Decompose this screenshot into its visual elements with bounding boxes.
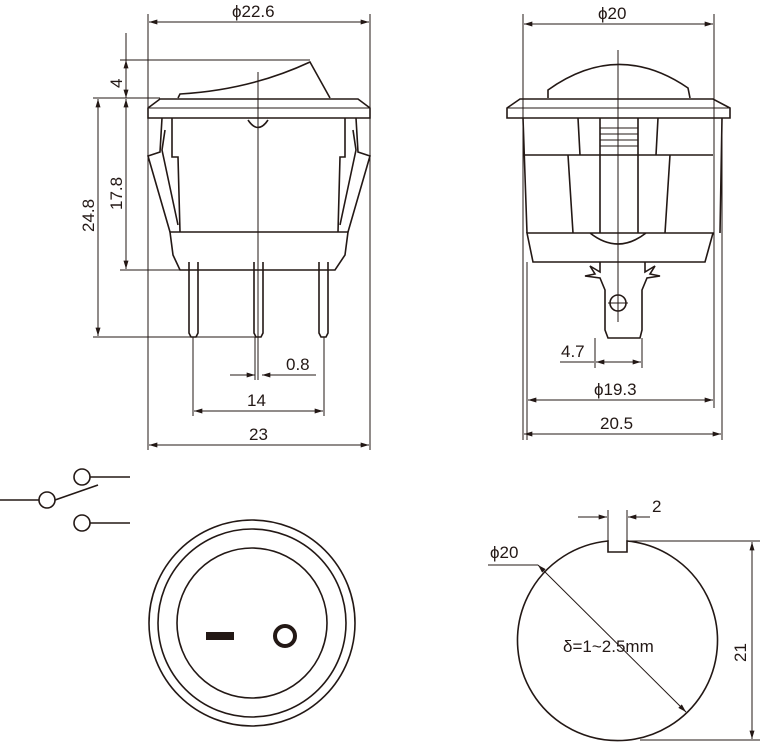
dim-width-bottom: 23 [249,425,268,444]
dim-width-bottom-front: 20.5 [600,414,633,433]
cutout-outline [516,540,719,742]
dim-total-height: 24.8 [79,199,98,232]
dim-terminal-width: 4.7 [561,342,585,361]
dim-pin-spacing: 14 [247,391,266,410]
dim-pin-width: 0.8 [286,355,310,374]
dim-width-top: ϕ22.6 [232,2,275,21]
dim-cutout-diameter: ϕ20 [490,543,518,562]
circuit-symbol [0,468,130,532]
rocker-dome [547,63,691,99]
front-view: ϕ20 4.7 ϕ19.3 20.5 [506,4,731,440]
off-mark-icon [273,624,297,648]
dim-rocker-height: 4 [107,79,126,88]
top-view [148,519,356,727]
dim-cutout-height: 21 [731,643,750,662]
dim-notch-width: 2 [652,497,661,516]
rocker [177,60,331,99]
terminal [584,262,661,339]
panel-cutout: 2 21 ϕ20 δ=1~2.5mm [488,497,760,742]
dim-body-diameter: ϕ19.3 [594,380,637,399]
panel-thickness: δ=1~2.5mm [563,637,654,656]
dim-cap-diameter: ϕ20 [598,4,626,23]
side-view: ϕ22.6 4 17.8 24.8 0.8 14 23 [79,2,371,450]
base [169,231,349,271]
on-mark-icon [206,632,234,640]
dim-body-height: 17.8 [107,177,126,210]
